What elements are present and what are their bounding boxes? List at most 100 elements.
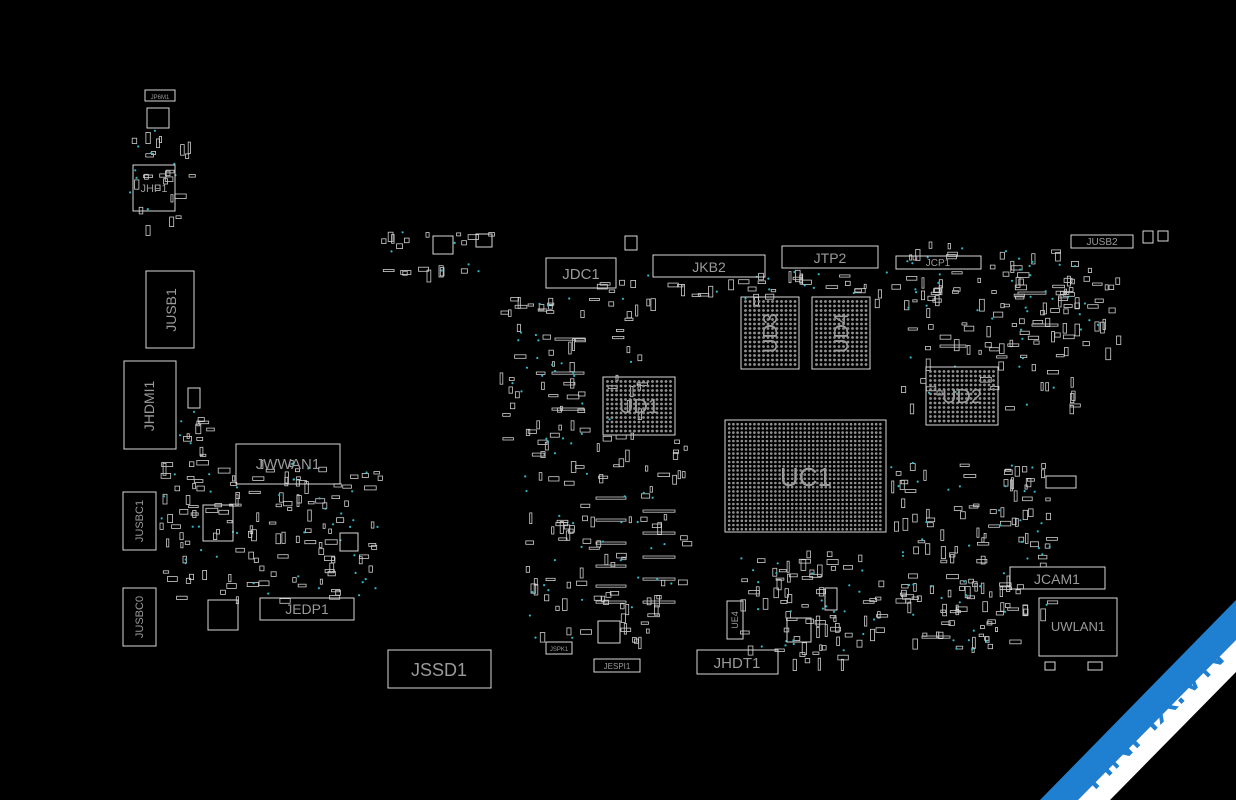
test-point bbox=[912, 583, 915, 586]
ball-pad bbox=[820, 469, 823, 472]
passive-part bbox=[973, 503, 980, 508]
ball-pad bbox=[860, 327, 863, 330]
ball-pad bbox=[969, 410, 973, 414]
ball-pad bbox=[858, 485, 861, 489]
passive-part bbox=[770, 288, 777, 293]
chip-ud2[interactable]: UD2 bbox=[925, 366, 999, 426]
test-point bbox=[817, 273, 820, 276]
connector-jhp1[interactable]: JHP1 bbox=[132, 164, 176, 212]
ball-pad bbox=[744, 481, 748, 485]
ball-pad bbox=[942, 388, 946, 391]
passive-part bbox=[959, 580, 967, 585]
chip-ud4[interactable]: UD4 bbox=[811, 296, 871, 370]
connector-jkb2[interactable]: JKB2 bbox=[652, 254, 766, 278]
ball-pad bbox=[766, 309, 770, 312]
ball-pad bbox=[757, 469, 760, 472]
chip-uc1[interactable]: UC1 bbox=[724, 419, 887, 533]
connector-jusb1[interactable]: JUSB1 bbox=[145, 270, 195, 349]
ball-pad bbox=[765, 485, 769, 489]
ball-pad bbox=[757, 511, 760, 514]
label-jssd1: JSSD1 bbox=[411, 660, 467, 680]
ball-pad bbox=[795, 494, 798, 497]
ball-pad bbox=[655, 411, 659, 415]
ball-pad bbox=[774, 502, 777, 506]
ball-pad bbox=[646, 411, 650, 415]
passive-part bbox=[788, 573, 798, 578]
connector-jespi1[interactable]: JESPI1 bbox=[593, 658, 641, 673]
connector-jssd1[interactable]: JSSD1 bbox=[387, 649, 492, 689]
connector-jedp1[interactable]: JEDP1 bbox=[259, 597, 355, 621]
connector-jcp1[interactable]: JCP1 bbox=[895, 255, 982, 270]
ball-pad bbox=[727, 498, 731, 502]
ball-pad bbox=[778, 422, 781, 426]
ball-pad bbox=[748, 460, 752, 464]
connector-jusbc1[interactable]: JUSBC1 bbox=[122, 491, 157, 551]
passive-part bbox=[663, 514, 668, 521]
passive-part bbox=[1108, 284, 1115, 291]
small-part-above-jespi1 bbox=[597, 620, 621, 644]
ball-pad bbox=[832, 481, 836, 485]
ball-pad bbox=[669, 425, 672, 428]
passive-part bbox=[1045, 512, 1052, 521]
passive-part bbox=[252, 476, 265, 481]
passive-part bbox=[297, 583, 307, 588]
connector-jp6m1[interactable]: JP6M1 bbox=[144, 89, 176, 102]
ball-pad bbox=[853, 456, 857, 460]
chip-ud1[interactable]: UD1 bbox=[602, 376, 676, 436]
ball-pad bbox=[757, 309, 761, 312]
ball-pad bbox=[765, 448, 769, 451]
ball-pad bbox=[811, 519, 815, 523]
ball-pad bbox=[757, 345, 761, 348]
ball-pad bbox=[732, 456, 735, 460]
ball-pad bbox=[820, 464, 823, 468]
passive-part bbox=[928, 241, 933, 249]
passive-part bbox=[976, 559, 988, 564]
passive-part bbox=[382, 269, 395, 272]
passive-part bbox=[956, 606, 968, 612]
chip-ue4[interactable]: UE4 bbox=[726, 600, 744, 640]
connector-jwwan1[interactable]: JWWAN1 bbox=[235, 443, 341, 485]
passive-part bbox=[1058, 295, 1062, 308]
trace-part bbox=[595, 541, 627, 545]
ball-pad bbox=[828, 309, 832, 312]
connector-jhdt1[interactable]: JHDT1 bbox=[696, 649, 779, 675]
passive-part bbox=[248, 551, 255, 560]
ball-pad bbox=[849, 498, 853, 502]
ball-pad bbox=[748, 477, 752, 481]
passive-part bbox=[562, 598, 568, 611]
passive-part bbox=[185, 153, 190, 159]
test-point bbox=[985, 640, 988, 643]
connector-jusbc0[interactable]: JUSBC0 bbox=[122, 587, 157, 647]
ball-pad bbox=[816, 519, 819, 523]
connector-jusb2[interactable]: JUSB2 bbox=[1070, 234, 1134, 249]
passive-part bbox=[531, 452, 545, 457]
connector-jdc1[interactable]: JDC1 bbox=[545, 257, 617, 289]
connector-jspk1[interactable]: JSPK1 bbox=[545, 641, 573, 655]
passive-part bbox=[287, 507, 293, 512]
test-point bbox=[775, 572, 778, 575]
ball-pad bbox=[727, 464, 731, 468]
ball-pad bbox=[828, 502, 832, 506]
connector-jcam1[interactable]: JCAM1 bbox=[1009, 566, 1106, 590]
ball-pad bbox=[858, 431, 861, 434]
ball-pad bbox=[753, 460, 756, 464]
chip-uwlan1[interactable]: UWLAN1 bbox=[1038, 597, 1118, 657]
passive-part bbox=[953, 287, 961, 292]
passive-part bbox=[160, 472, 172, 479]
passive-part bbox=[1015, 589, 1021, 595]
passive-part bbox=[275, 533, 281, 545]
ball-pad bbox=[660, 416, 663, 419]
ball-pad bbox=[862, 464, 865, 468]
connector-jtp2[interactable]: JTP2 bbox=[781, 245, 879, 269]
test-point bbox=[525, 366, 529, 369]
passive-part bbox=[391, 234, 395, 244]
test-point bbox=[792, 642, 795, 646]
passive-part bbox=[844, 632, 853, 638]
passive-part bbox=[817, 564, 823, 577]
ball-pad bbox=[775, 358, 779, 362]
chip-ud3[interactable]: UD3 bbox=[740, 296, 800, 370]
test-point bbox=[862, 632, 865, 636]
connector-jhdmi1[interactable]: JHDMI1 bbox=[123, 360, 177, 450]
ball-pad bbox=[778, 523, 781, 527]
ball-pad bbox=[862, 523, 865, 527]
